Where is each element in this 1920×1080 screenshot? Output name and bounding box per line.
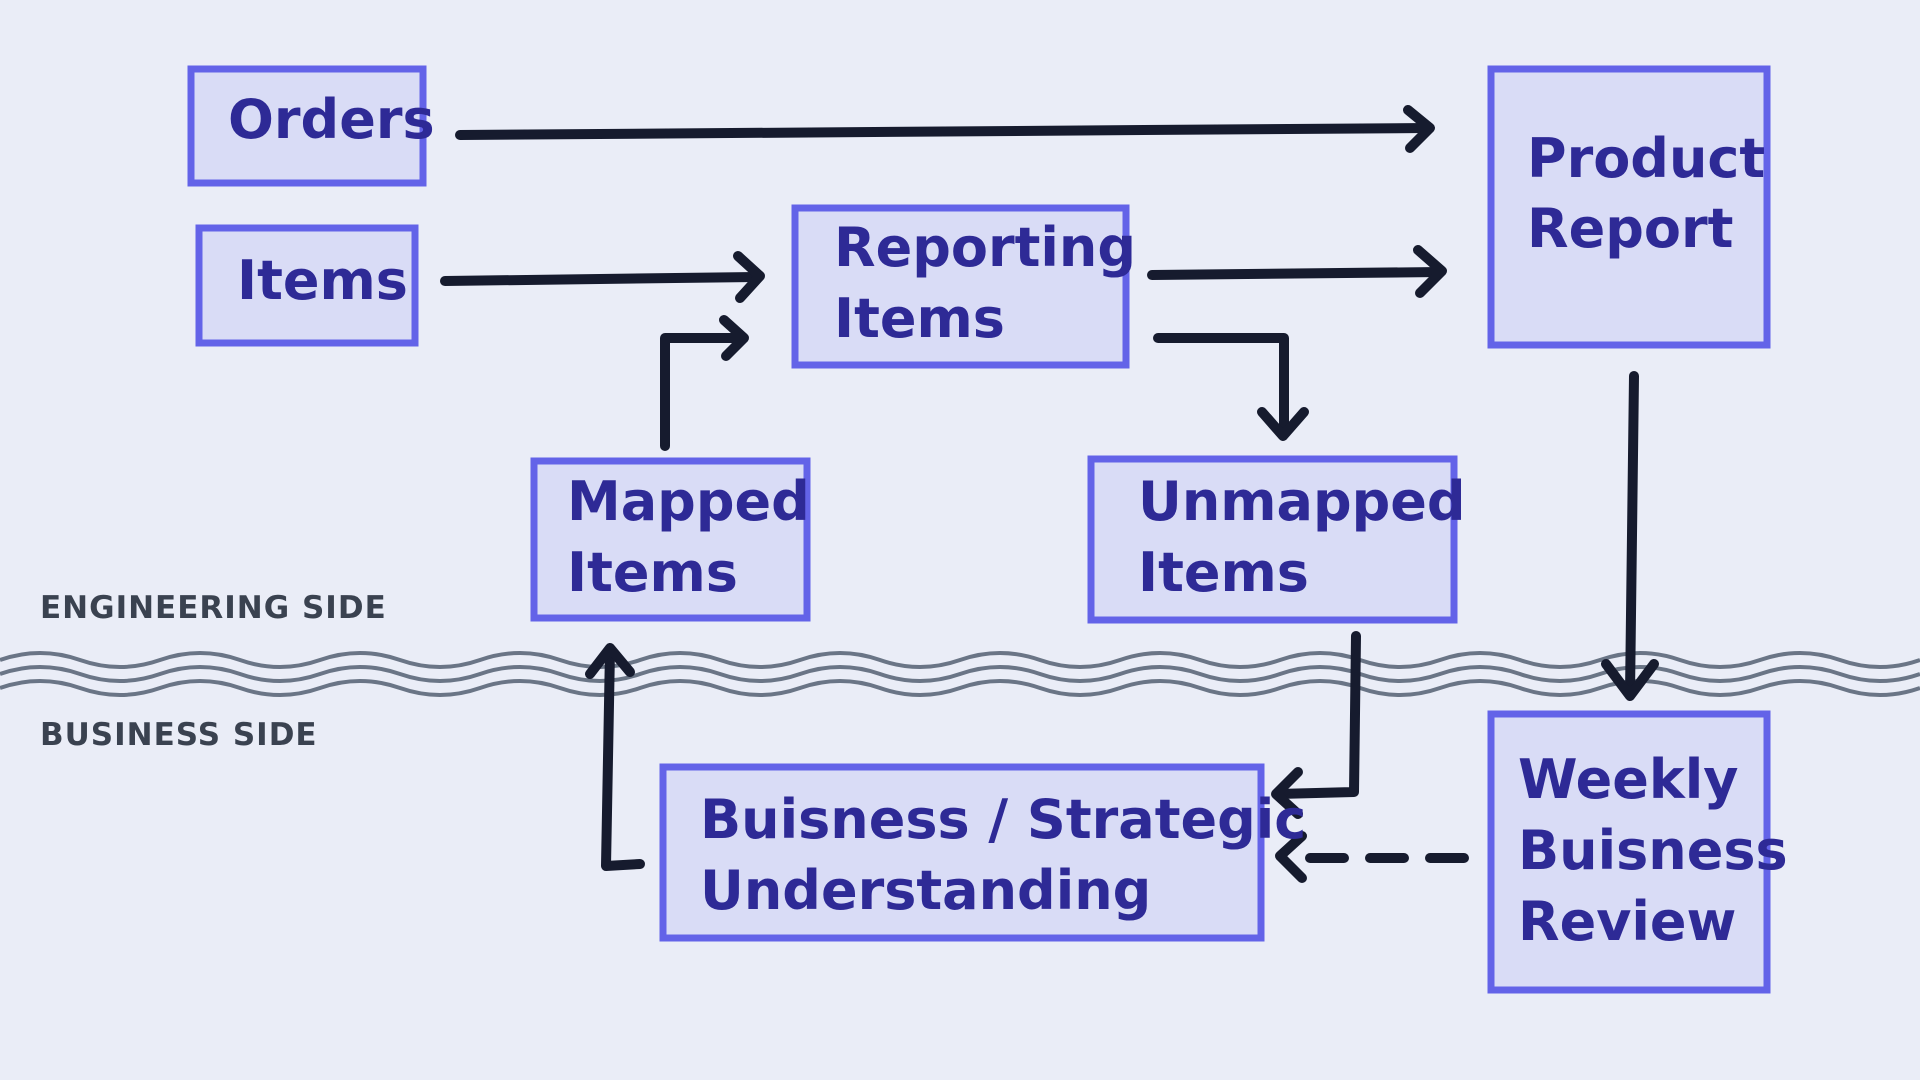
node-weekly-review-line-1: Weekly — [1518, 748, 1739, 811]
node-product-report-line-1: Product — [1527, 127, 1765, 190]
node-reporting-items: Reporting Items — [791, 204, 1136, 369]
node-mapped-items-line-2: Items — [567, 541, 738, 604]
edge-unmapped-items-to-business-understanding — [1271, 631, 1361, 819]
business-side-label: BUSINESS SIDE — [40, 717, 318, 753]
edge-reporting-items-to-product-report — [1147, 245, 1447, 298]
node-unmapped-items-line-1: Unmapped — [1138, 470, 1466, 533]
node-product-report-line-2: Report — [1527, 197, 1733, 260]
edge-items-to-reporting-items — [440, 251, 765, 303]
node-weekly-review: Weekly Buisness Review — [1487, 710, 1788, 994]
divider-wave-top — [0, 651, 1920, 669]
edges — [440, 105, 1659, 883]
side-divider — [0, 651, 1920, 697]
node-business-understanding: Buisness / Strategic Understanding — [659, 763, 1306, 942]
divider-wave-middle — [0, 665, 1920, 683]
node-unmapped-items-line-2: Items — [1138, 541, 1309, 604]
edge-product-report-to-weekly-review — [1601, 371, 1659, 701]
edge-business-understanding-to-mapped-items — [585, 643, 645, 871]
node-weekly-review-line-2: Buisness — [1518, 819, 1788, 882]
edge-weekly-review-to-business-understanding — [1275, 831, 1469, 883]
node-business-understanding-line-2: Understanding — [700, 859, 1151, 922]
node-unmapped-items: Unmapped Items — [1087, 455, 1466, 624]
edge-reporting-items-to-unmapped-items — [1153, 333, 1309, 441]
node-orders: Orders — [187, 65, 435, 187]
node-orders-label: Orders — [228, 88, 435, 151]
edge-orders-to-product-report — [455, 105, 1435, 153]
node-weekly-review-line-3: Review — [1518, 890, 1736, 953]
node-reporting-items-line-2: Items — [834, 287, 1005, 350]
node-reporting-items-line-1: Reporting — [834, 216, 1136, 279]
node-mapped-items: Mapped Items — [530, 457, 811, 622]
divider-wave-bottom — [0, 679, 1920, 697]
engineering-side-label: ENGINEERING SIDE — [40, 590, 387, 626]
edge-mapped-items-to-reporting-items — [660, 315, 749, 451]
node-business-understanding-line-1: Buisness / Strategic — [700, 788, 1306, 851]
node-items-label: Items — [237, 249, 408, 312]
node-items: Items — [195, 224, 419, 347]
node-mapped-items-line-1: Mapped — [567, 470, 810, 533]
node-product-report: Product Report — [1487, 65, 1771, 349]
